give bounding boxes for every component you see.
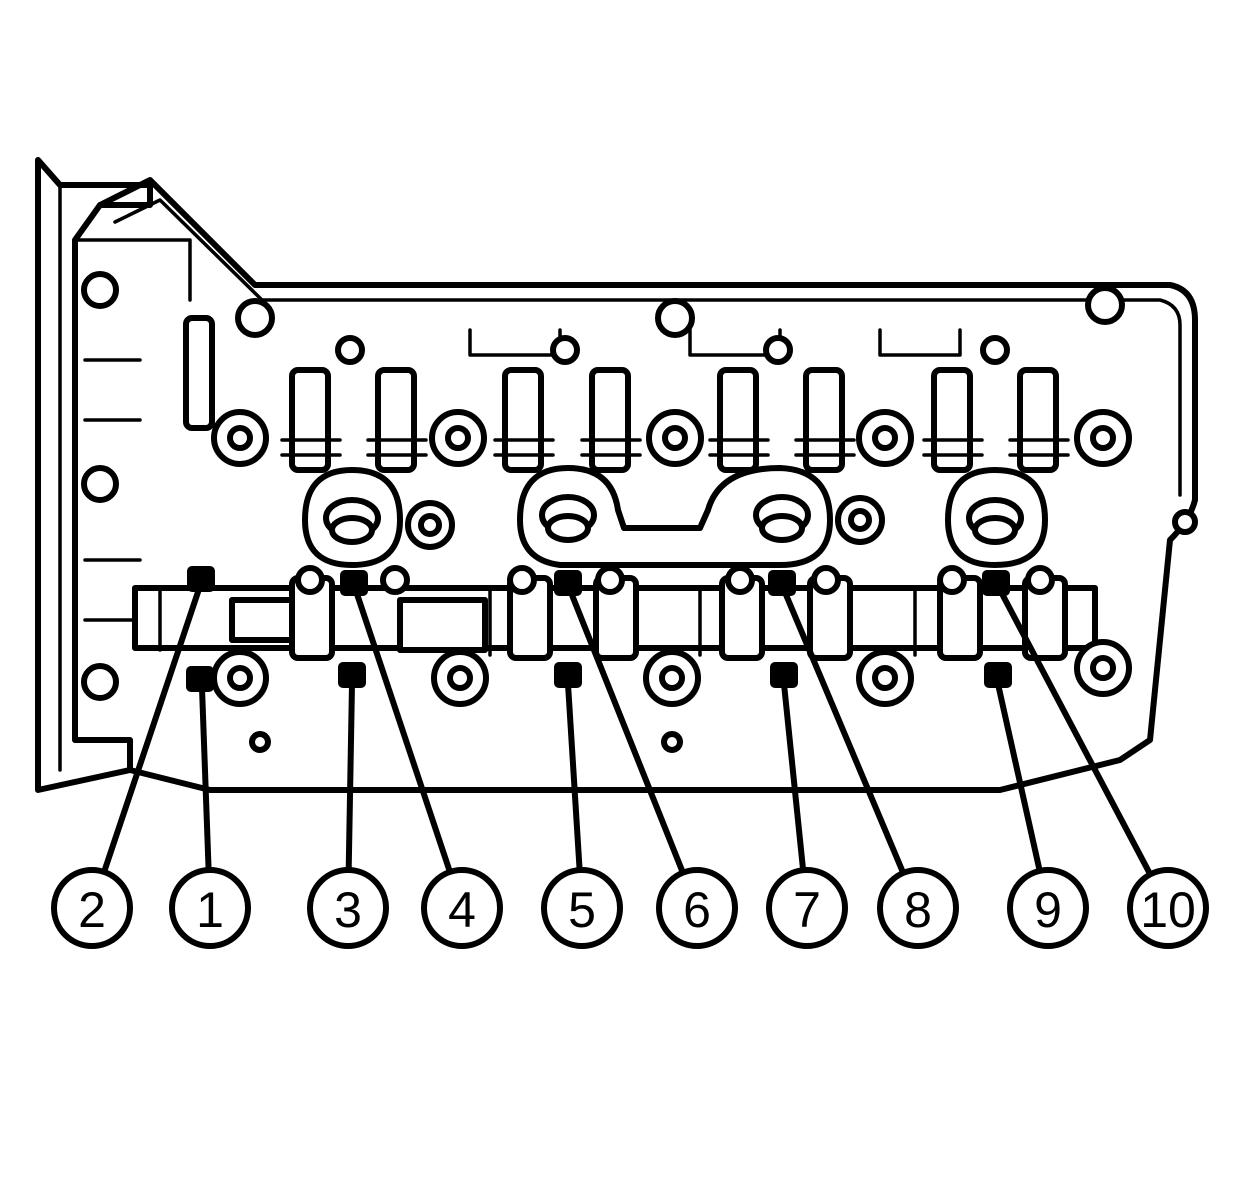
callout-label-3: 3 (334, 882, 362, 938)
end-housing (35, 157, 192, 793)
callout-label-4: 4 (448, 882, 476, 938)
callout-circle-8 (877, 867, 959, 949)
leader-line-4 (352, 585, 453, 875)
camshaft (132, 575, 1098, 661)
bearing-cap-bolts (295, 565, 1055, 595)
leader-line-7 (781, 681, 807, 874)
leader-line-9 (995, 681, 1043, 874)
leader-line-1 (199, 685, 212, 874)
valve-spring-group-2 (493, 335, 642, 473)
callout-label-2: 2 (78, 882, 106, 938)
callout-circle-6 (656, 867, 738, 949)
callout-label-1: 1 (196, 882, 224, 938)
callout-label-6: 6 (683, 882, 711, 938)
callout-label-8: 8 (904, 882, 932, 938)
callout-label-9: 9 (1034, 882, 1062, 938)
callout-circle-7 (766, 867, 848, 949)
leader-line-8 (781, 587, 907, 876)
callout-circle-1 (169, 867, 251, 949)
callout-circle-5 (541, 867, 623, 949)
valve-spring-group-3 (708, 335, 856, 473)
callout-group: 2 1 3 4 5 6 7 8 9 10 (51, 583, 1209, 949)
callout-circle-9 (1007, 867, 1089, 949)
leader-line-3 (345, 681, 355, 874)
callout-label-5: 5 (568, 882, 596, 938)
valve-spring-group-1 (280, 335, 428, 473)
lower-bosses (211, 639, 1132, 707)
valve-spring-group-4 (922, 335, 1070, 473)
callout-circle-3 (307, 867, 389, 949)
callout-circle-10 (1127, 867, 1209, 949)
leader-line-2 (101, 583, 203, 875)
leader-line-6 (567, 587, 686, 876)
callout-label-7: 7 (793, 882, 821, 938)
leader-line-5 (565, 681, 583, 874)
upper-valve-row (183, 315, 1132, 473)
callout-label-10: 10 (1140, 882, 1196, 938)
callout-circle-4 (421, 867, 503, 949)
leader-line-10 (997, 587, 1154, 878)
callout-circle-2 (51, 867, 133, 949)
plug-bosses (302, 465, 1048, 568)
